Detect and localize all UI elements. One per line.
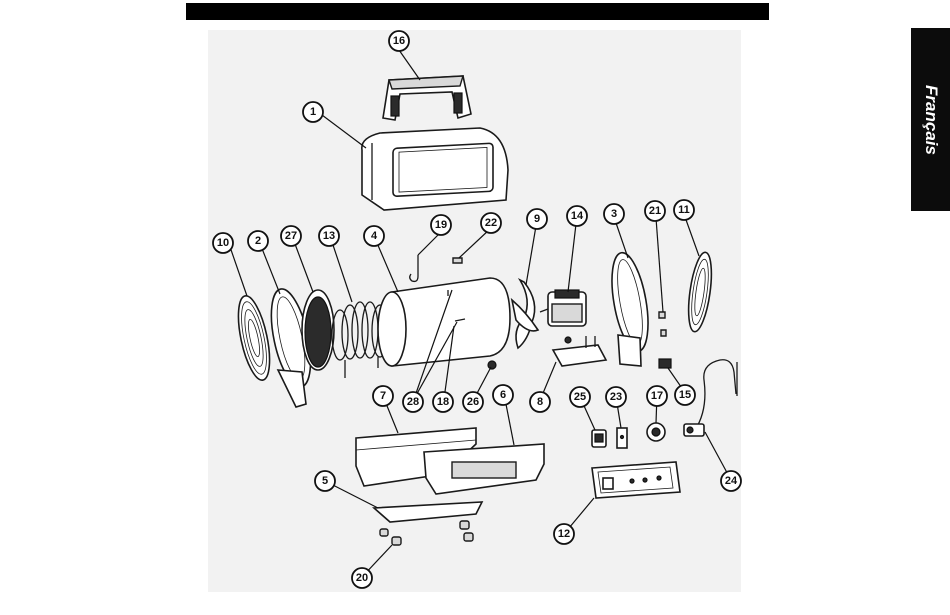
- callout-badge: 16: [389, 31, 409, 51]
- callout-badge: 7: [373, 386, 393, 406]
- part-front-guard: [685, 251, 716, 333]
- svg-text:9: 9: [534, 213, 540, 225]
- svg-text:2: 2: [255, 235, 261, 247]
- part-fan-blade: [512, 280, 538, 348]
- svg-text:1: 1: [310, 106, 316, 118]
- svg-text:18: 18: [437, 396, 449, 408]
- part-switch: [592, 430, 606, 447]
- svg-text:16: 16: [393, 35, 405, 47]
- svg-text:3: 3: [611, 208, 617, 220]
- svg-text:11: 11: [678, 204, 690, 216]
- svg-text:21: 21: [649, 205, 661, 217]
- part-heat-shield: [302, 290, 334, 370]
- part-control-panel: [592, 462, 680, 498]
- callout-badge: 8: [530, 392, 550, 412]
- svg-text:25: 25: [574, 391, 586, 403]
- callout-badge: 12: [554, 524, 574, 544]
- svg-text:28: 28: [407, 396, 419, 408]
- part-hook: [410, 255, 418, 281]
- part-front-bracket: [606, 250, 655, 366]
- callout-badge: 27: [281, 226, 301, 246]
- part-motor-bracket: [553, 336, 606, 366]
- svg-text:6: 6: [500, 389, 506, 401]
- callout-badge: 24: [721, 471, 741, 491]
- part-base-plate: [374, 502, 482, 522]
- svg-text:13: 13: [323, 230, 335, 242]
- part-nut: [659, 312, 666, 336]
- svg-text:14: 14: [571, 210, 584, 222]
- svg-text:23: 23: [610, 391, 622, 403]
- svg-text:19: 19: [435, 219, 447, 231]
- callout-badge: 5: [315, 471, 335, 491]
- part-switch-plate: [617, 428, 627, 448]
- part-top-cover: [362, 128, 508, 210]
- part-clip: [453, 258, 462, 263]
- svg-text:24: 24: [725, 475, 738, 487]
- callout-badge: 10: [213, 233, 233, 253]
- svg-text:20: 20: [356, 572, 368, 584]
- svg-text:7: 7: [380, 390, 386, 402]
- callout-badge: 11: [674, 200, 694, 220]
- part-front-base: [424, 444, 544, 494]
- callout-badge: 18: [433, 392, 453, 412]
- callout-badge: 14: [567, 206, 587, 226]
- callout-badge: 15: [675, 385, 695, 405]
- part-foot: [380, 521, 473, 545]
- callout-badge: 2: [248, 231, 268, 251]
- svg-text:22: 22: [485, 217, 497, 229]
- callout-badge: 25: [570, 387, 590, 407]
- svg-text:15: 15: [679, 389, 691, 401]
- part-thermostat-knob: [647, 423, 665, 441]
- callout-badge: 28: [403, 392, 423, 412]
- svg-text:17: 17: [651, 390, 663, 402]
- callout-badge: 4: [364, 226, 384, 246]
- callout-badge: 19: [431, 215, 451, 235]
- svg-text:8: 8: [537, 396, 543, 408]
- svg-text:12: 12: [558, 528, 570, 540]
- svg-text:27: 27: [285, 230, 297, 242]
- callout-badge: 13: [319, 226, 339, 246]
- callout-badge: 3: [604, 204, 624, 224]
- callout-badge: 9: [527, 209, 547, 229]
- callout-badge: 21: [645, 201, 665, 221]
- part-handle: [383, 76, 471, 120]
- svg-text:26: 26: [467, 396, 479, 408]
- callout-badge: 20: [352, 568, 372, 588]
- callout-badge: 23: [606, 387, 626, 407]
- svg-text:4: 4: [371, 230, 378, 242]
- svg-text:10: 10: [217, 237, 229, 249]
- part-small-knob: [488, 361, 496, 369]
- callout-badge: 6: [493, 385, 513, 405]
- callout-badge: 1: [303, 102, 323, 122]
- svg-text:5: 5: [322, 475, 328, 487]
- callout-badge: 22: [481, 213, 501, 233]
- part-rear-guard: [232, 293, 275, 383]
- callout-badge: 17: [647, 386, 667, 406]
- part-terminal-block: [659, 359, 671, 368]
- callout-badge: 26: [463, 392, 483, 412]
- part-fan-motor: [540, 290, 586, 326]
